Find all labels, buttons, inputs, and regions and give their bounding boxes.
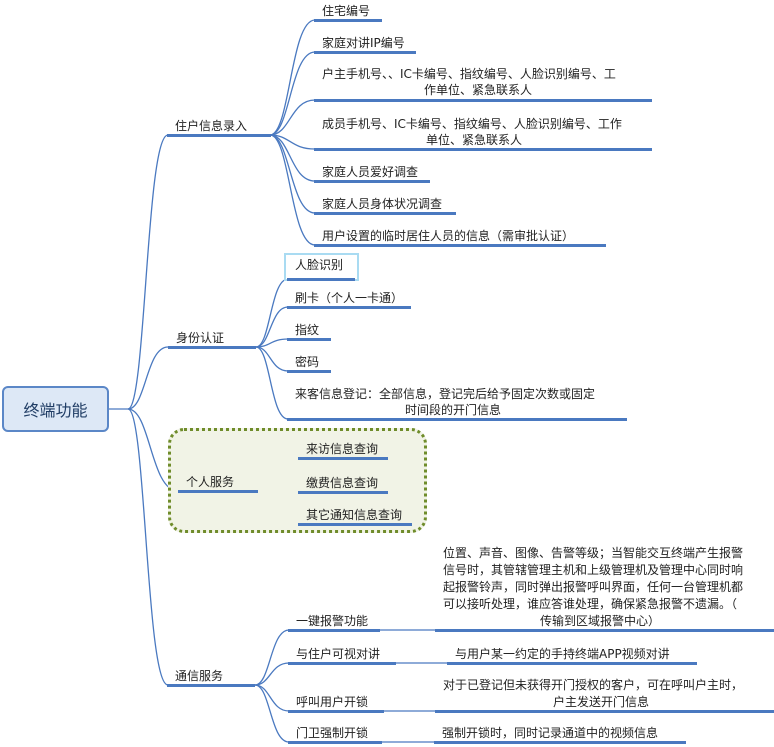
alarm-detail-line2: 信号时，其管辖管理主机和上级管理机及管理中心同时响 xyxy=(443,563,744,577)
resident-leaf-connector xyxy=(269,134,316,246)
leaf-member-info-line2[interactable]: 单位、紧急联系人 xyxy=(426,133,523,147)
leaf-owner-info-line1[interactable]: 户主手机号、、IC卡编号、指纹编号、人脸识别编号、工 xyxy=(322,67,616,81)
leaf-one-key-alarm[interactable]: 一键报警功能 xyxy=(296,614,369,628)
alarm-detail-line1: 位置、声音、图像、告警等级；当智能交互终端产生报警 xyxy=(443,546,744,560)
comm-leaf-connector xyxy=(254,662,290,686)
root-node[interactable]: 终端功能 xyxy=(2,386,109,432)
leaf-password[interactable]: 密码 xyxy=(295,355,320,369)
call-unlock-detail-line2: 户主发送开门信息 xyxy=(553,695,650,709)
call-unlock-detail-line1: 对于已登记但未获得开门授权的客户，可在呼叫户主时， xyxy=(443,678,744,692)
leaf-visit-query[interactable]: 来访信息查询 xyxy=(306,442,379,456)
branch-resident-info[interactable]: 住户信息录入 xyxy=(175,119,248,133)
alarm-detail-line4: 可以接听处理，谁应答谁处理，确保紧急报警不遗漏。（ xyxy=(443,597,738,611)
auth-leaf-connector xyxy=(255,306,289,348)
alarm-detail-line3: 起报警铃声，同时弹出报警呼叫界面，任何一台管理机都 xyxy=(443,580,744,594)
resident-leaf-connector xyxy=(269,134,316,214)
leaf-family-health[interactable]: 家庭人员身体状况调查 xyxy=(322,197,443,211)
force-unlock-detail: 强制开锁时，同时记录通道中的视频信息 xyxy=(442,726,659,740)
leaf-notice-query[interactable]: 其它通知信息查询 xyxy=(306,508,403,522)
intercom-detail: 与用户某一约定的手持终端APP视频对讲 xyxy=(455,647,670,661)
comm-leaf-connector xyxy=(254,684,290,743)
leaf-face-recognition-highlight xyxy=(284,253,359,281)
leaf-visitor-registration-line2[interactable]: 时间段的开门信息 xyxy=(405,403,502,417)
leaf-owner-info-line2[interactable]: 作单位、紧急联系人 xyxy=(424,83,533,97)
auth-leaf-connector xyxy=(255,278,289,348)
alarm-detail-line5: 传输到区域报警中心） xyxy=(540,614,661,628)
leaf-visual-intercom[interactable]: 与住户可视对讲 xyxy=(296,647,381,661)
root-branch-connector xyxy=(127,134,169,410)
resident-leaf-connector xyxy=(269,19,316,136)
leaf-visitor-registration-line1[interactable]: 来客信息登记：全部信息，登记完后给予固定次数或固定 xyxy=(295,387,596,401)
leaf-guard-force-unlock[interactable]: 门卫强制开锁 xyxy=(296,726,369,740)
auth-leaf-connector xyxy=(255,338,289,348)
leaf-temporary-residents[interactable]: 用户设置的临时居住人员的信息（需审批认证） xyxy=(322,229,575,243)
root-branch-connector xyxy=(127,408,169,686)
resident-leaf-connector xyxy=(269,134,316,182)
leaf-fingerprint[interactable]: 指纹 xyxy=(295,323,320,337)
leaf-face-recognition[interactable]: 人脸识别 xyxy=(295,258,344,272)
comm-leaf-connector xyxy=(254,684,290,712)
leaf-payment-query[interactable]: 缴费信息查询 xyxy=(306,476,379,490)
comm-leaf-connector xyxy=(254,629,290,686)
resident-leaf-connector xyxy=(269,51,316,136)
root-branch-connector xyxy=(127,346,169,410)
leaf-member-info-line1[interactable]: 成员手机号、IC卡编号、指纹编号、人脸识别编号、工作 xyxy=(322,117,622,131)
personal-service-group-frame xyxy=(168,428,427,533)
leaf-card-swipe[interactable]: 刷卡（个人一卡通） xyxy=(295,291,404,305)
leaf-family-hobbies[interactable]: 家庭人员爱好调查 xyxy=(322,165,419,179)
branch-communication-service[interactable]: 通信服务 xyxy=(175,669,224,683)
branch-identity-auth[interactable]: 身份认证 xyxy=(176,331,225,345)
leaf-house-number[interactable]: 住宅编号 xyxy=(322,4,371,18)
leaf-family-intercom-ip[interactable]: 家庭对讲IP编号 xyxy=(322,36,405,50)
branch-personal-service[interactable]: 个人服务 xyxy=(186,475,235,489)
auth-leaf-connector xyxy=(255,346,289,420)
leaf-call-user-unlock[interactable]: 呼叫用户开锁 xyxy=(296,695,369,709)
resident-leaf-connector xyxy=(269,99,316,136)
